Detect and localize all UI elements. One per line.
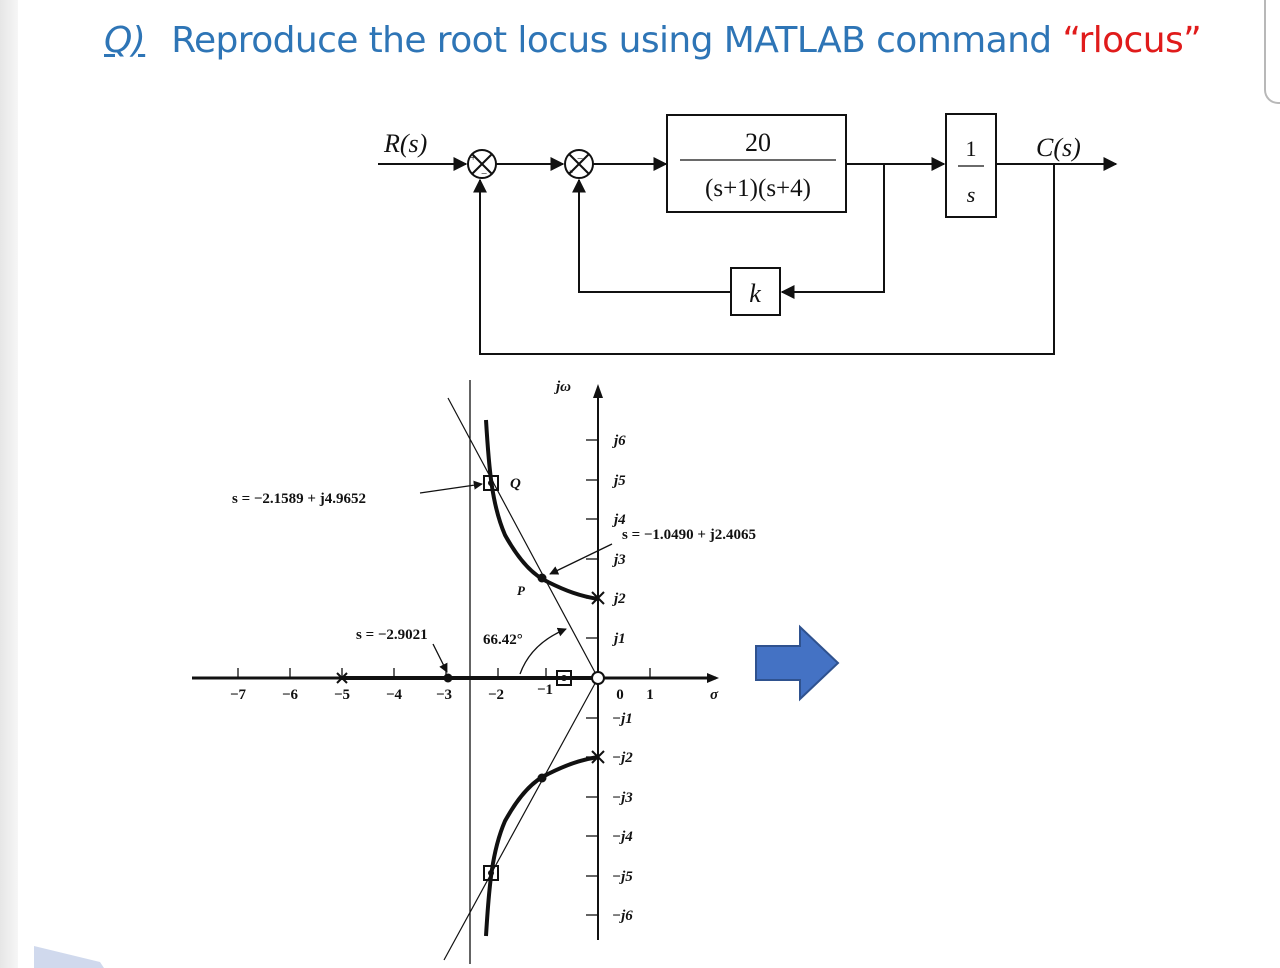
x-tick-label: −7 — [230, 687, 247, 703]
integrator-denominator: s — [967, 182, 976, 207]
y-tick-label: j1 — [612, 631, 626, 647]
point-q-dot — [488, 480, 494, 486]
origin-marker — [591, 671, 605, 685]
imaginary-axis-arrow — [593, 384, 603, 398]
x-tick-label: −1 — [537, 682, 553, 698]
y-tick-label: −j6 — [612, 908, 633, 924]
breakaway-point-marker — [443, 673, 453, 683]
annotation-breakaway: s = −2.9021 — [356, 627, 428, 643]
point-p-marker — [537, 573, 547, 583]
y-tick-label: −j2 — [612, 750, 633, 766]
annotation-q: s = −2.1589 + j4.9652 — [232, 491, 366, 507]
command-quote-close: ” — [1183, 20, 1202, 61]
angle-arc — [519, 627, 567, 675]
annotation-p-leader — [549, 543, 613, 575]
block-diagram — [378, 113, 1118, 355]
damping-line-upper — [447, 397, 599, 679]
y-tick-label: j4 — [612, 512, 626, 528]
question-text: Reproduce the root locus using MATLAB co… — [171, 20, 1063, 61]
third-pole-marker — [556, 670, 572, 686]
bottom-left-shape-fragment — [34, 946, 104, 968]
locus-branch-upper — [484, 419, 599, 601]
point-q-conjugate-marker — [483, 865, 499, 881]
inner-feedback-path — [784, 164, 885, 293]
summing-junction-2-cross-b — [568, 153, 590, 175]
annotation-breakaway-leader — [432, 643, 448, 673]
imaginary-axis-label: jω — [554, 379, 571, 395]
junction-1-plus-sign: + — [470, 152, 476, 164]
junction-2-plus-sign: + — [567, 167, 573, 179]
integrator-numerator: 1 — [966, 136, 977, 161]
output-label: C(s) — [1036, 133, 1081, 162]
point-q-conjugate-dot — [488, 870, 494, 876]
y-tick-labels: j6 j5 j4 j3 j2 j1 −j1 −j2 −j3 −j4 −j5 −j… — [612, 433, 633, 924]
x-tick-label: −4 — [386, 687, 403, 703]
junction-2-minus-sign: − — [577, 153, 583, 165]
y-tick-label: j2 — [612, 591, 626, 607]
input-label: R(s) — [383, 129, 427, 158]
y-tick-label: j3 — [612, 552, 626, 568]
damping-line-lower — [443, 677, 599, 961]
y-tick-label: −j4 — [612, 829, 633, 845]
root-locus-annotations: jω σ s = −2.1589 + j4.9652 s = −1.0490 +… — [232, 379, 756, 703]
y-tick-label: −j3 — [612, 790, 633, 806]
question-title: Q) Reproduce the root locus using MATLAB … — [104, 16, 1244, 66]
pole-marker — [591, 750, 605, 764]
command-name: rlocus — [1078, 20, 1184, 61]
feedback-gain-label: k — [749, 279, 761, 308]
x-tick-label: 0 — [616, 687, 624, 703]
question-prefix: Q) — [104, 20, 146, 61]
command-quote-open: “ — [1062, 20, 1079, 61]
y-tick-label: −j5 — [612, 869, 633, 885]
plant-numerator: 20 — [745, 128, 771, 157]
root-locus-plot: −7 −6 −5 −4 −3 −2 −1 0 1 j6 j5 j4 j3 j2 … — [192, 379, 756, 964]
closed-loop-markers — [443, 475, 605, 881]
pole-marker — [336, 672, 348, 684]
next-arrow-shape — [755, 624, 840, 702]
point-q-marker — [483, 475, 499, 491]
real-axis-arrow — [707, 673, 719, 683]
annotation-leaders — [419, 480, 613, 675]
junction-1-minus-sign: − — [481, 168, 487, 180]
angle-label: 66.42° — [483, 632, 523, 648]
outer-feedback-path — [479, 164, 1055, 355]
locus-branch-lower — [484, 755, 599, 937]
point-q-label: Q — [510, 476, 521, 492]
point-p-label: P — [517, 583, 526, 598]
pole-marker — [591, 591, 605, 605]
summing-junction-1-cross-b — [471, 153, 493, 175]
point-p-conjugate-marker — [537, 773, 547, 783]
plant-denominator: (s+1)(s+4) — [705, 175, 811, 202]
x-tick-label: −5 — [334, 687, 350, 703]
x-tick-label: −6 — [282, 687, 299, 703]
block-diagram-labels: R(s) C(s) + − + − 20 (s+1)(s+4) 1 s k — [383, 128, 1081, 308]
corner-bracket — [1264, 0, 1280, 104]
annotation-p: s = −1.0490 + j2.4065 — [622, 527, 756, 543]
x-tick-label: 1 — [646, 687, 654, 703]
y-tick-label: −j1 — [612, 711, 633, 727]
x-tick-labels: −7 −6 −5 −4 −3 −2 −1 0 1 — [230, 682, 654, 703]
third-pole-dot — [561, 675, 567, 681]
y-tick-label: j6 — [612, 433, 626, 449]
x-tick-label: −2 — [488, 687, 504, 703]
annotation-q-leader — [419, 480, 483, 494]
y-tick-label: j5 — [612, 473, 626, 489]
inner-feedback-return — [578, 182, 731, 293]
left-window-strip — [0, 0, 18, 968]
integrator-block — [945, 113, 997, 218]
x-tick-label: −3 — [436, 687, 452, 703]
real-axis-label: σ — [710, 687, 719, 703]
open-loop-poles — [336, 591, 605, 764]
